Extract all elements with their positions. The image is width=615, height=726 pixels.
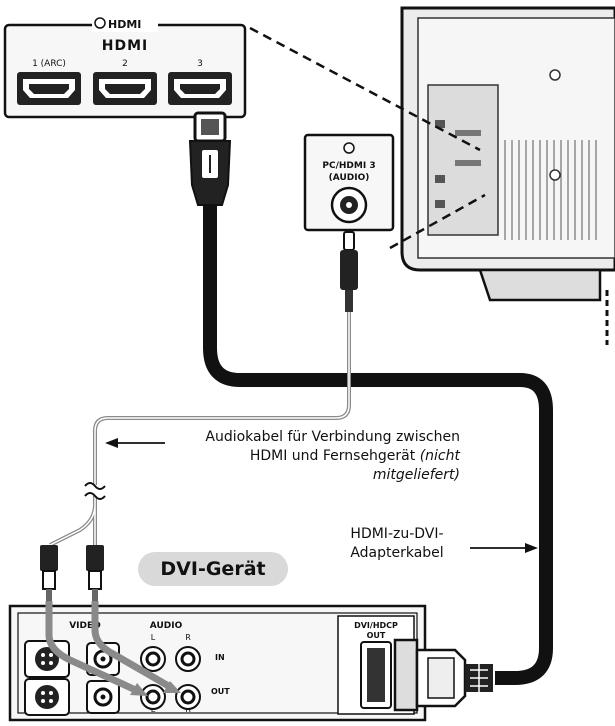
- audio-cable-caption-line2: HDMI und Fernsehgerät: [249, 448, 420, 464]
- audio-routing-arrows: [45, 601, 181, 696]
- dvi-device-name-label: DVI-Gerät: [138, 552, 288, 586]
- cable-break-symbol: [84, 482, 106, 500]
- audio-l-out-jack: [140, 684, 166, 710]
- dvi-out-label: OUT: [367, 631, 386, 640]
- device-audio-label: AUDIO: [150, 621, 183, 631]
- adapter-cable-caption-line2: Adapterkabel: [350, 545, 444, 561]
- audio-cable-caption-line2-wrap: HDMI und Fernsehgerät (nicht: [160, 447, 460, 466]
- audio-r-out-jack: [175, 684, 201, 710]
- adapter-caption-arrow: [470, 543, 538, 553]
- audio-cable-caption-line3: mitgeliefert): [372, 467, 460, 483]
- hdmi-port-2: [93, 72, 157, 105]
- device-out-label: OUT: [211, 687, 230, 696]
- adapter-cable-caption-line1: HDMI-zu-DVI-: [350, 526, 444, 542]
- hdmi-input-icon: [94, 17, 106, 29]
- hdmi-panel: HDMI HDMI 1 (ARC) 2 3: [3, 16, 247, 119]
- tv-rear: [400, 6, 615, 345]
- audio-cable-caption: Audiokabel für Verbindung zwischen HDMI …: [160, 428, 460, 485]
- callout-line-hdmi: [249, 26, 481, 152]
- rca-plug-right: [86, 545, 104, 601]
- adapter-cable-caption: HDMI-zu-DVI- Adapterkabel: [338, 525, 456, 563]
- audio-minijack-plug: [340, 231, 358, 312]
- audio-cable-caption-line1: Audiokabel für Verbindung zwischen: [205, 429, 460, 445]
- audio-l-in-jack: [140, 646, 166, 672]
- svideo-out-jack: [24, 678, 70, 716]
- audio-jack-label-2: (AUDIO): [329, 173, 370, 183]
- hdmi-logo: HDMI: [102, 38, 148, 54]
- hdmi-port-label-1: 1 (ARC): [32, 59, 66, 69]
- dvi-hdcp-label: DVI/HDCP: [354, 621, 398, 630]
- device-video-label: VIDEO: [69, 621, 101, 631]
- hdmi-panel-header: HDMI: [108, 18, 141, 31]
- hdmi-port-1: [17, 72, 81, 105]
- video-out-jack: [86, 680, 120, 714]
- audio-cable-caption-line2-italic: (nicht: [419, 448, 460, 464]
- hdmi-port-3: [168, 72, 232, 105]
- callout-line-audio: [389, 193, 486, 250]
- audio-jack-panel: PC/HDMI 3 (AUDIO): [303, 133, 395, 232]
- device-in-label: IN: [215, 653, 225, 662]
- hdmi-plug: [188, 111, 232, 206]
- dvi-adapter-plug: [393, 638, 493, 712]
- rca-plug-left: [40, 545, 58, 601]
- hdmi-port-label-2: 2: [122, 59, 128, 69]
- device-l-label-top: L: [151, 633, 156, 642]
- audio-r-in-jack: [175, 646, 201, 672]
- device-r-label-top: R: [185, 633, 191, 642]
- hdmi-cable: [203, 200, 553, 685]
- hdmi-port-label-3: 3: [197, 59, 203, 69]
- audio-input-icon: [343, 142, 355, 154]
- audio-caption-arrow: [105, 438, 165, 448]
- audio-jack-label-1: PC/HDMI 3: [322, 161, 375, 171]
